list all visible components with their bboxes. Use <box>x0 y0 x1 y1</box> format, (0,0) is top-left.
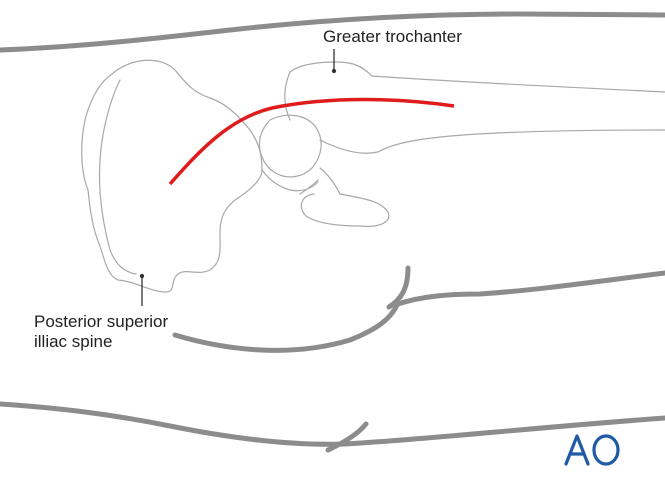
lower-body-contour <box>0 401 665 447</box>
iliac-wing-outline <box>81 59 263 293</box>
obturator-line <box>261 169 319 192</box>
psis-label-line-2: illiac spine <box>34 332 113 351</box>
skin-outlines <box>0 11 665 453</box>
leader-lines <box>139 49 337 306</box>
iliac-inner-ridge <box>98 79 137 275</box>
buttock-contour <box>172 302 400 353</box>
thigh-upper-contour <box>392 270 665 308</box>
femoral-shaft-lower <box>319 129 665 154</box>
greater-trochanter-dot <box>331 68 337 74</box>
ao-logo-icon <box>564 434 620 466</box>
trochanter-outline <box>284 71 291 121</box>
gluteal-fold <box>386 265 411 310</box>
lesser-trochanter <box>300 167 390 227</box>
femoral-shaft-upper <box>289 61 665 93</box>
upper-body-contour <box>0 11 665 53</box>
psis-label-line-1: Posterior superior <box>34 312 169 331</box>
incision-line <box>168 97 455 186</box>
ischium-outline <box>299 179 319 195</box>
knee-crease <box>325 421 369 453</box>
femoral-head <box>258 114 322 178</box>
greater-trochanter-label: Greater trochanter <box>323 27 462 46</box>
psis-label: Posterior superior illiac spine <box>34 312 168 352</box>
psis-dot <box>139 273 145 279</box>
bone-outlines <box>81 59 665 293</box>
